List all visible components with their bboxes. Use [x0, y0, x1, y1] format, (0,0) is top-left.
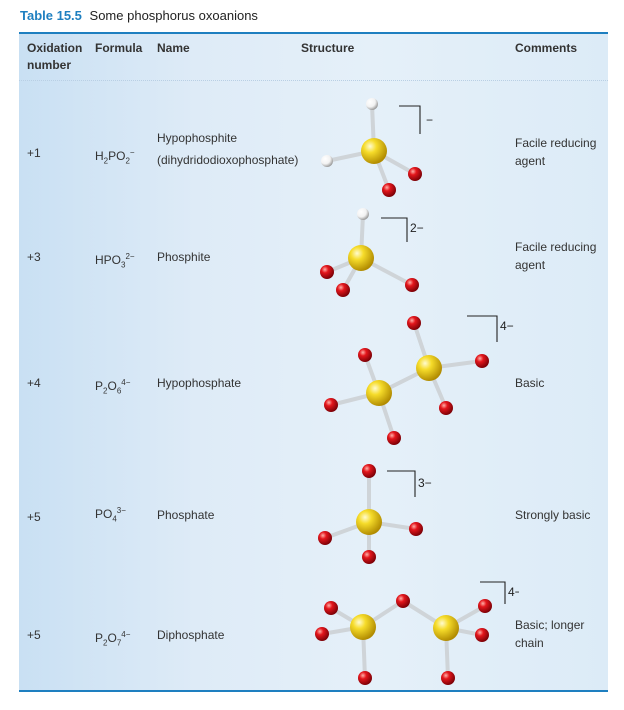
diphosphate-molecule: 4− [315, 581, 519, 685]
row5-oxidation: +5 [27, 628, 41, 642]
header-separator [19, 80, 608, 81]
row2-oxidation: +3 [27, 250, 41, 264]
row1-comment-line2: agent [515, 154, 546, 168]
row1-name-line1: Hypophosphite [157, 131, 238, 145]
table-caption: Table 15.5 Some phosphorus oxoanions [20, 8, 258, 23]
phosphite-molecule: 2− [320, 208, 424, 297]
phosphate-molecule: 3− [318, 464, 432, 564]
row5-comment: Basic; longer chain [515, 616, 584, 652]
row2-comment-line2: agent [515, 258, 546, 272]
charge-row1: − [426, 113, 433, 127]
row3-name: Hypophosphate [157, 376, 242, 390]
row1-oxidation: +1 [27, 146, 41, 160]
row3-oxidation: +4 [27, 376, 41, 390]
row5-formula: P2O74− [95, 630, 131, 648]
row2-formula: HPO32− [95, 252, 135, 270]
charge-row3: 4− [500, 319, 514, 333]
row3-formula: P2O64− [95, 378, 131, 396]
row4-comment: Strongly basic [515, 508, 591, 522]
row3-comment: Basic [515, 376, 545, 390]
header-oxidation-line2: number [27, 58, 72, 72]
charge-row5: 4− [508, 585, 519, 599]
row5-comment-line2: chain [515, 636, 544, 650]
row5-name: Diphosphate [157, 628, 225, 642]
header-name: Name [157, 41, 190, 55]
row1-comment-line1: Facile reducing [515, 136, 597, 150]
hypophosphate-molecule: 4− [324, 315, 514, 445]
row4-oxidation: +5 [27, 510, 41, 524]
charge-row4: 3− [418, 476, 432, 490]
row1-formula: H2PO2− [95, 148, 135, 166]
header-formula: Formula [95, 41, 143, 55]
header-structure: Structure [301, 41, 355, 55]
structure-column: − 2− [315, 98, 519, 685]
header-oxidation-line1: Oxidation [27, 41, 83, 55]
header-comments: Comments [515, 41, 578, 55]
hypophosphite-molecule: − [321, 98, 433, 197]
row2-comment: Facile reducing agent [515, 238, 596, 274]
header-oxidation: Oxidation number [27, 40, 82, 74]
row1-name: Hypophosphite (dihydridodioxophosphate) [157, 129, 298, 169]
row2-comment-line1: Facile reducing [515, 240, 597, 254]
row5-comment-line1: Basic; longer [515, 618, 585, 632]
row4-name: Phosphate [157, 508, 215, 522]
row1-name-line2: (dihydridodioxophosphate) [157, 153, 299, 167]
row1-comment: Facile reducing agent [515, 134, 596, 170]
table-title: Some phosphorus oxoanions [89, 8, 258, 23]
charge-row2: 2− [410, 221, 424, 235]
oxoanion-table: Oxidation number Formula Name Structure … [19, 32, 608, 692]
table-number: Table 15.5 [20, 8, 82, 23]
row2-name: Phosphite [157, 250, 211, 264]
row4-formula: PO43− [95, 506, 126, 524]
